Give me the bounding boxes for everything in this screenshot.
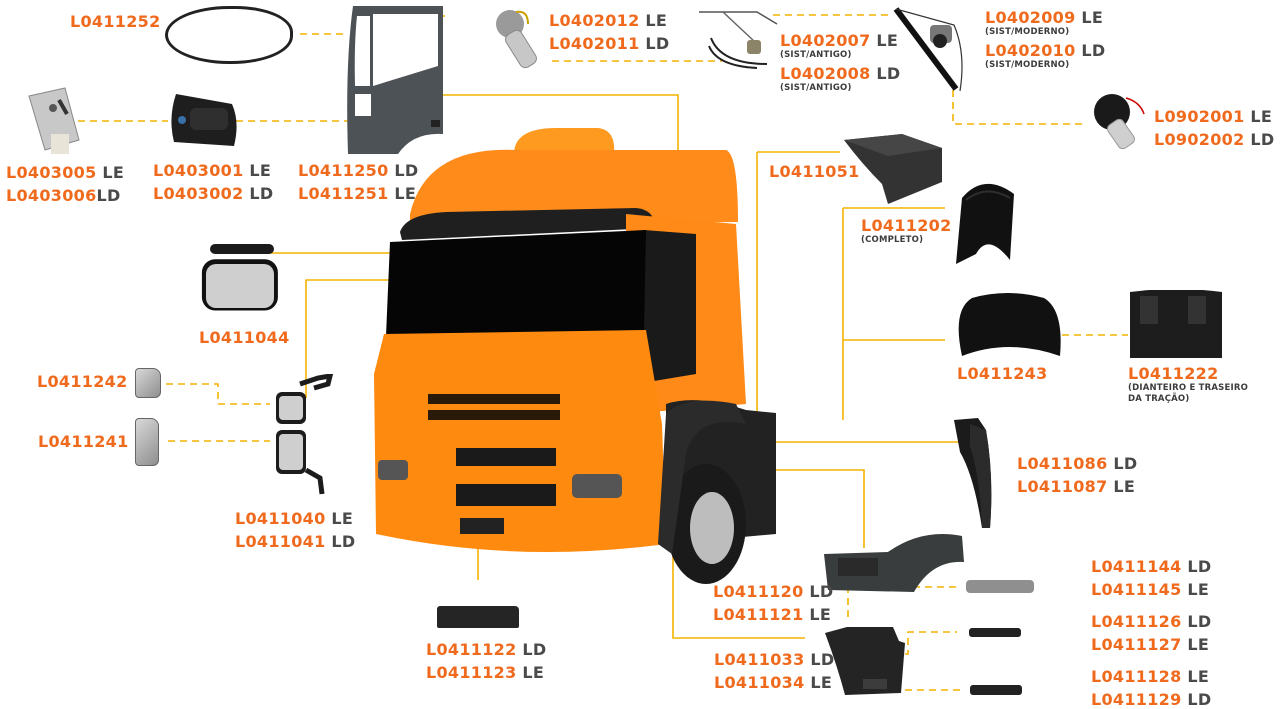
main-mirror-label: L0411040 LE L0411041 LD: [235, 509, 356, 551]
mirror-glass-large-label: L0411241: [38, 432, 129, 451]
window-regulator-modern-image: [893, 7, 963, 92]
window-motor-modern-image: [1094, 94, 1145, 150]
door-handle-label: L0403001 LE L0403002 LD: [153, 161, 274, 203]
step-tread-middle-label: L0411126 LD L0411127 LE: [1091, 612, 1212, 654]
lower-step-box-label: L0411033 LD L0411034 LE: [714, 650, 835, 692]
front-mudguard-label: L0411086 LD L0411087 LE: [1017, 454, 1138, 496]
bumper-trim-image: [437, 606, 519, 628]
lower-step-box-image: [825, 627, 905, 695]
mirror-glass-large-image: [135, 418, 159, 466]
mirror-glass-small-label: L0411242: [37, 372, 128, 391]
door-latch-image: [28, 87, 80, 154]
window-motor-modern-label: L0902001 LE L0902002 LD: [1154, 107, 1275, 149]
main-mirror-image: [276, 374, 334, 495]
rear-fender-complete-image: [956, 183, 1014, 264]
door-image: [347, 6, 443, 154]
window-seal-image: [165, 6, 293, 64]
mudflap-traction-image: [1130, 290, 1222, 358]
step-tread-upper-label: L0411144 LD L0411145 LE: [1091, 557, 1212, 599]
fender-half-image: [958, 293, 1061, 356]
battery-cover-label: L0411051: [769, 162, 860, 181]
door-label: L0411250 LD L0411251 LE: [298, 161, 419, 203]
battery-cover-image: [844, 134, 942, 204]
kerb-mirror-label: L0411044: [199, 328, 290, 347]
window-regulator-modern-label: L0402009 LE (SIST/MODERNO) L0402010 LD (…: [985, 8, 1106, 70]
mudflap-traction-label: L0411222 (DIANTEIRO E TRASEIRO DA TRAÇÃO…: [1128, 364, 1249, 404]
step-tread-upper-image: [966, 580, 1034, 593]
door-handle-image: [171, 94, 237, 146]
fender-half-label: L0411243: [957, 364, 1048, 383]
truck-image: [374, 128, 776, 584]
step-tread-lower-image: [970, 685, 1022, 695]
mirror-glass-small-image: [135, 368, 161, 398]
kerb-mirror-image: [201, 244, 278, 311]
window-motor-old-image: [496, 10, 537, 69]
bumper-trim-label: L0411122 LD L0411123 LE: [426, 640, 547, 682]
door-latch-label: L0403005 LE L0403006LD: [6, 163, 125, 205]
step-tread-middle-image: [969, 628, 1021, 637]
rear-fender-complete-label: L0411202 (COMPLETO): [861, 216, 952, 245]
upper-step-box-image: [824, 534, 964, 592]
front-mudguard-image: [954, 418, 992, 528]
window-regulator-old-image: [699, 11, 778, 69]
window-motor-old-label: L0402012 LE L0402011 LD: [549, 11, 670, 53]
upper-step-box-label: L0411120 LD L0411121 LE: [713, 582, 834, 624]
window-regulator-old-label: L0402007 LE (SIST/ANTIGO) L0402008 LD (S…: [780, 31, 901, 93]
window-seal-label: L0411252: [70, 12, 161, 31]
step-tread-lower-label: L0411128 LE L0411129 LD: [1091, 667, 1212, 709]
